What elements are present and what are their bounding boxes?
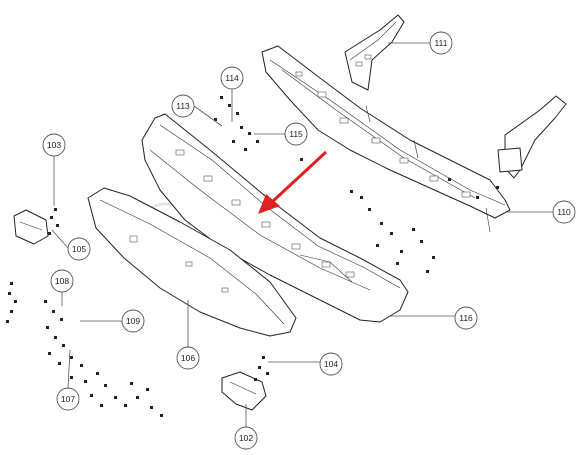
fastener-12: [50, 216, 53, 219]
fastener-21: [52, 310, 55, 313]
fastener-36: [90, 394, 93, 397]
fastener-60: [476, 196, 479, 199]
callout-114-label: 114: [225, 73, 239, 83]
rear-bumper-116: [141, 113, 409, 323]
fastener-19: [6, 320, 9, 323]
callout-115-label: 115: [289, 129, 303, 139]
fastener-13: [56, 224, 59, 227]
callout-102-label: 102: [239, 433, 253, 443]
fastener-48: [360, 196, 363, 199]
fastener-58: [396, 262, 399, 265]
callout-109[interactable]: 109: [121, 309, 145, 333]
fastener-29: [58, 362, 61, 365]
callout-108[interactable]: 108: [50, 269, 74, 293]
callout-103-label: 103: [47, 140, 61, 150]
fastener-11: [54, 208, 57, 211]
fastener-32: [96, 372, 99, 375]
callout-107-label: 107: [61, 394, 75, 404]
fastener-17: [14, 300, 17, 303]
frame-bracket-111: [344, 14, 405, 91]
fastener-25: [62, 344, 65, 347]
fastener-23: [46, 326, 49, 329]
fastener-31: [84, 380, 87, 383]
callout-106-label: 106: [181, 353, 195, 363]
fastener-26: [48, 352, 51, 355]
callout-116[interactable]: 116: [454, 306, 478, 330]
fastener-24: [54, 336, 57, 339]
fastener-46: [254, 378, 257, 381]
fastener-49: [368, 208, 371, 211]
callout-116-label: 116: [459, 313, 473, 323]
fastener-37: [124, 404, 127, 407]
callout-104-label: 104: [324, 359, 338, 369]
callout-105-label: 105: [72, 244, 86, 254]
fastener-40: [160, 414, 163, 417]
fastener-7: [244, 148, 247, 151]
fastener-8: [256, 140, 259, 143]
fastener-56: [400, 250, 403, 253]
fastener-28: [80, 364, 83, 367]
fastener-61: [448, 178, 451, 181]
fastener-0: [220, 96, 223, 99]
fastener-9: [300, 158, 303, 161]
bracket-102: [221, 371, 267, 411]
fastener-6: [232, 140, 235, 143]
fastener-53: [420, 240, 423, 243]
fastener-33: [104, 384, 107, 387]
fastener-14: [48, 232, 51, 235]
fastener-55: [426, 270, 429, 273]
fastener-50: [380, 222, 383, 225]
fastener-22: [60, 318, 63, 321]
callout-110-label: 110: [557, 207, 571, 217]
callout-114[interactable]: 114: [220, 66, 244, 90]
fastener-52: [412, 228, 415, 231]
fastener-20: [44, 300, 47, 303]
callout-104[interactable]: 104: [319, 352, 343, 376]
fastener-51: [390, 232, 393, 235]
fastener-5: [248, 132, 251, 135]
fastener-43: [262, 356, 265, 359]
bracket-103: [13, 209, 49, 245]
callout-103[interactable]: 103: [42, 133, 66, 157]
callout-105[interactable]: 105: [67, 237, 91, 261]
callout-113-label: 113: [176, 101, 190, 111]
callout-102[interactable]: 102: [234, 426, 258, 450]
callout-108-label: 108: [55, 276, 69, 286]
callout-110[interactable]: 110: [552, 200, 576, 224]
fastener-16: [8, 292, 11, 295]
callout-107[interactable]: 107: [56, 387, 80, 411]
fastener-41: [146, 388, 149, 391]
highlight-arrow: [258, 150, 328, 214]
fastener-3: [214, 118, 217, 121]
fastener-30: [70, 376, 73, 379]
fastener-45: [266, 372, 269, 375]
fastener-59: [496, 186, 499, 189]
callout-111[interactable]: 111: [429, 31, 453, 55]
leader-lines: [51, 42, 553, 428]
fastener-38: [136, 396, 139, 399]
fastener-18: [10, 310, 13, 313]
fastener-42: [130, 382, 133, 385]
fastener-57: [376, 244, 379, 247]
fastener-44: [258, 366, 261, 369]
skid-plate-106: [87, 187, 297, 337]
fastener-4: [240, 126, 243, 129]
fastener-34: [114, 396, 117, 399]
callout-109-label: 109: [126, 316, 140, 326]
fastener-35: [100, 404, 103, 407]
fastener-47: [350, 190, 353, 193]
callout-115[interactable]: 115: [284, 122, 308, 146]
fastener-39: [150, 406, 153, 409]
fastener-15: [10, 282, 13, 285]
callout-106[interactable]: 106: [176, 346, 200, 370]
callout-113[interactable]: 113: [171, 94, 195, 118]
fastener-1: [228, 104, 231, 107]
fastener-27: [70, 356, 73, 359]
callout-111-label: 111: [435, 38, 448, 48]
fastener-2: [236, 112, 239, 115]
fastener-54: [432, 256, 435, 259]
frame-member-110: [261, 45, 567, 233]
